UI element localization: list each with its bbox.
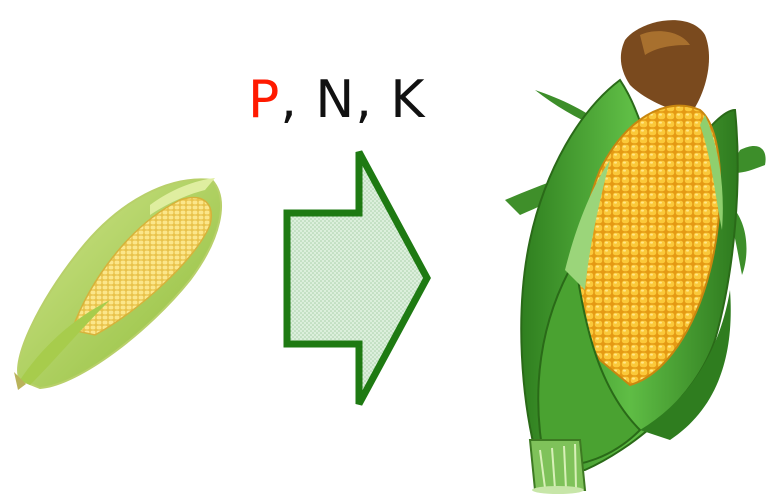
large-corn-cob-icon <box>505 20 766 494</box>
small-corn-cob-icon <box>14 178 221 390</box>
right-arrow-icon <box>287 152 427 404</box>
